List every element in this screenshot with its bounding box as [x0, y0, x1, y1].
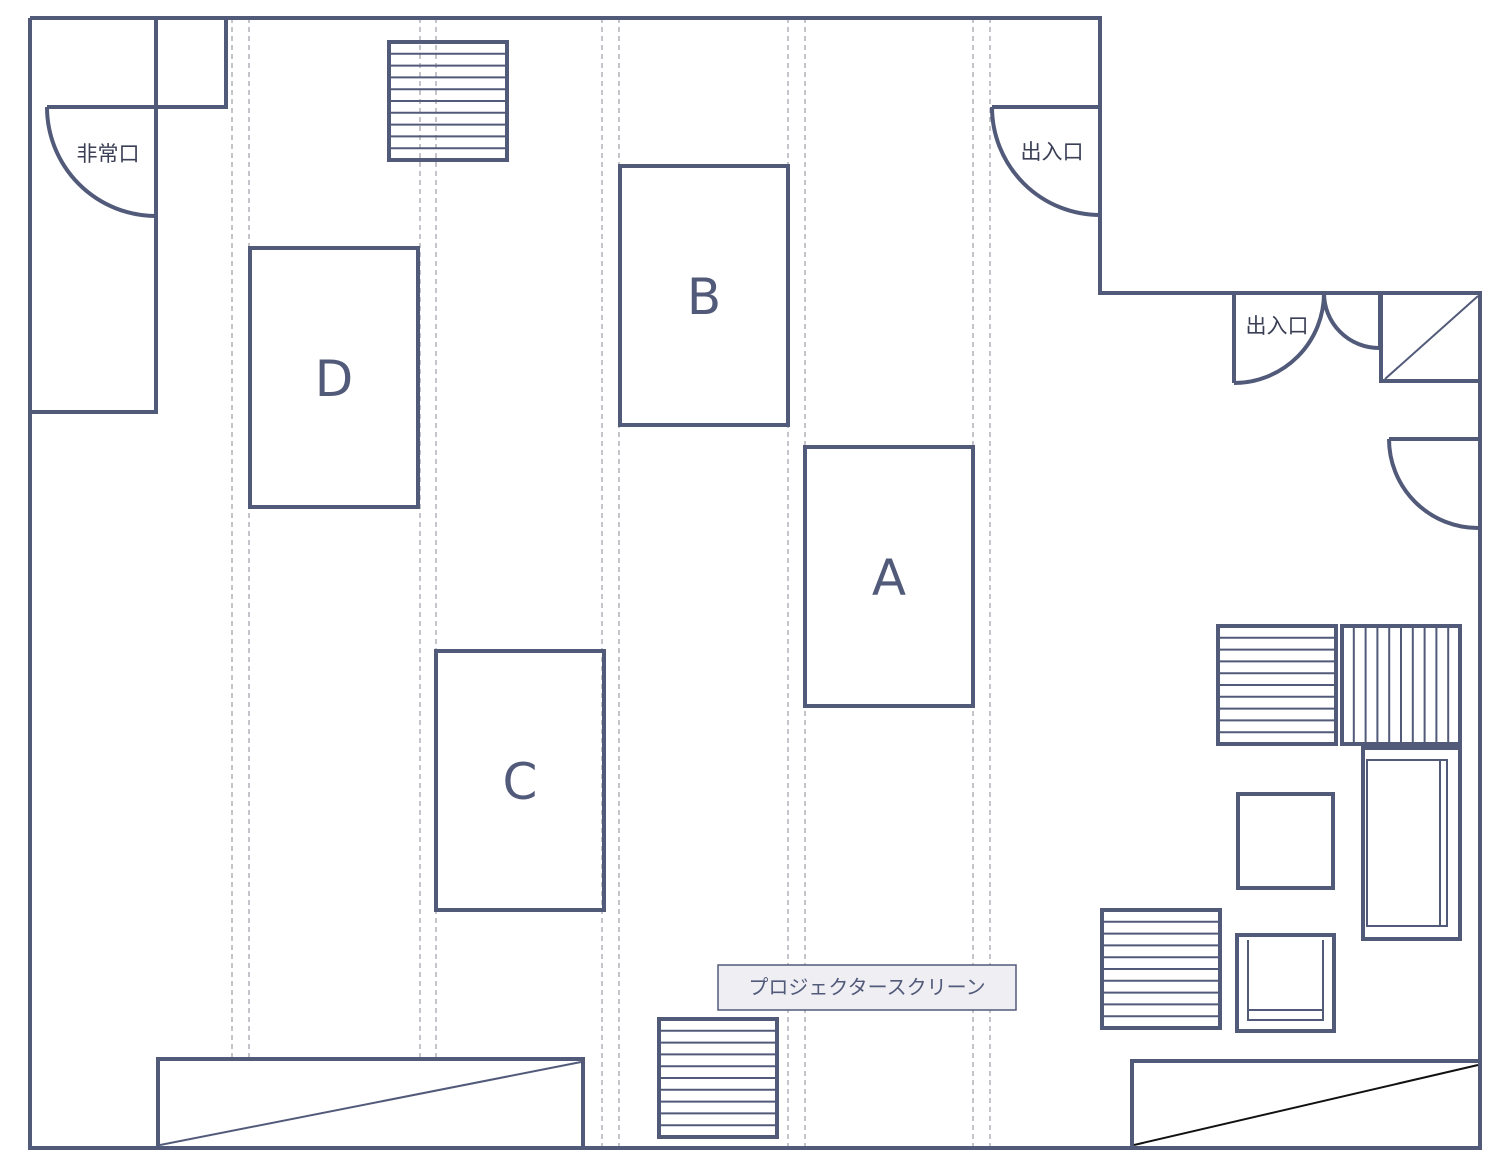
emergency-exit-door[interactable]: 非常口 — [45, 105, 157, 218]
entrance-door-top[interactable]: 出入口 — [990, 105, 1101, 217]
table-c-label: C — [503, 753, 538, 811]
counter-left — [156, 1057, 585, 1150]
projector-screen-label: プロジェクタースクリーン — [748, 975, 985, 999]
table-b[interactable]: B — [618, 164, 790, 427]
counter-right — [1130, 1059, 1480, 1148]
entrance-door-right[interactable]: 出入口 — [1232, 292, 1326, 385]
projector-screen[interactable]: プロジェクタースクリーン — [717, 964, 1017, 1011]
striped-block-right-horizontal — [1216, 624, 1338, 746]
entrance-top-label: 出入口 — [1021, 140, 1084, 164]
table-c[interactable]: C — [434, 649, 606, 912]
table-a-label: A — [872, 549, 906, 607]
table-d[interactable]: D — [248, 246, 420, 509]
striped-block-right-vertical — [1340, 624, 1462, 746]
top-left-alcove — [30, 18, 228, 414]
storage-box — [1379, 291, 1482, 383]
table-b-label: B — [687, 268, 721, 326]
emergency-exit-label: 非常口 — [77, 142, 140, 166]
armchair — [1235, 933, 1336, 1033]
table-d-label: D — [315, 350, 354, 408]
right-wall-door[interactable] — [1387, 437, 1480, 530]
striped-block-top — [387, 40, 509, 162]
striped-block-lower — [1100, 908, 1222, 1030]
sofa — [1361, 746, 1462, 941]
table-a[interactable]: A — [803, 445, 975, 708]
entrance-right-label: 出入口 — [1246, 314, 1309, 338]
side-door[interactable] — [1322, 292, 1382, 350]
side-table — [1236, 792, 1335, 890]
striped-block-bottom — [657, 1017, 779, 1139]
